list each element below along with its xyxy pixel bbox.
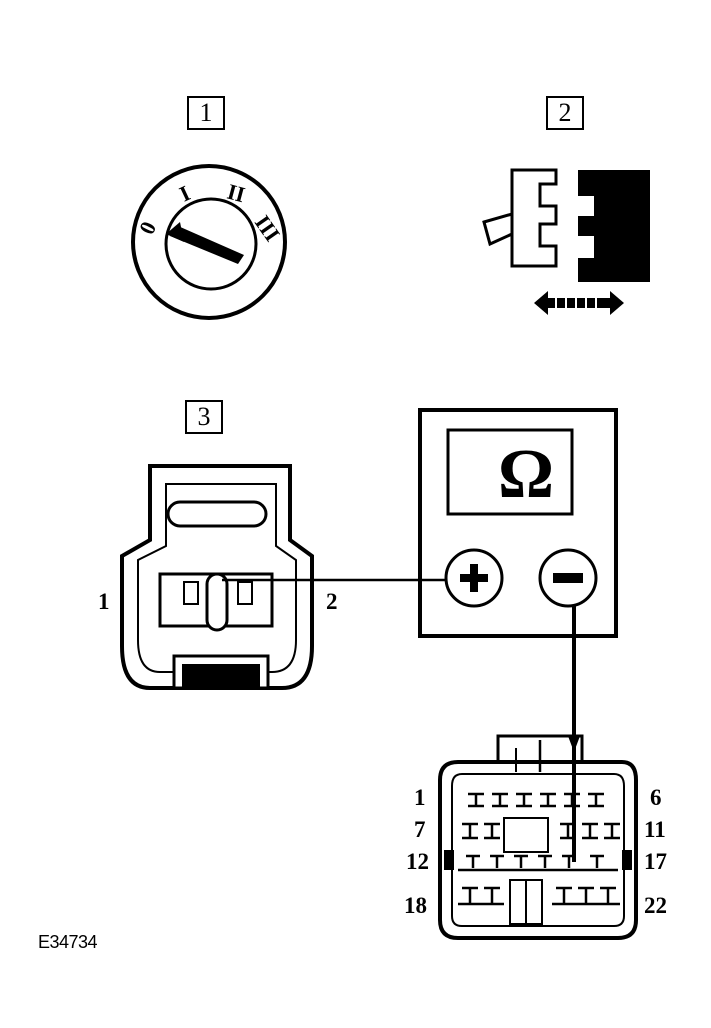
disconnect-connector-icon: [482, 168, 650, 315]
harness-row-label-right: 6: [650, 785, 662, 810]
harness-connector: [438, 734, 638, 940]
harness-row-label-left: 7: [414, 817, 426, 842]
step-3-label: 3: [185, 400, 223, 434]
harness-row-label-left: 1: [414, 785, 426, 810]
ignition-position-2: II: [225, 179, 248, 208]
step-2-label: 2: [546, 96, 584, 130]
harness-row-label-left: 18: [404, 893, 427, 918]
step-1-label: 1: [187, 96, 225, 130]
sensor-pin-1-label: 1: [98, 589, 110, 614]
harness-row-label-right: 11: [644, 817, 666, 842]
harness-row-label-left: 12: [406, 849, 429, 874]
ohmmeter: [418, 408, 618, 638]
sensor-pin-2-label: 2: [326, 589, 338, 614]
harness-row-label-right: 17: [644, 849, 667, 874]
sensor-connector: [120, 464, 314, 690]
harness-row-label-right: 22: [644, 893, 667, 918]
ignition-switch-icon: 0 I II III: [131, 164, 287, 320]
figure-reference-code: E34734: [38, 932, 98, 952]
ohm-symbol: Ω: [497, 436, 555, 513]
